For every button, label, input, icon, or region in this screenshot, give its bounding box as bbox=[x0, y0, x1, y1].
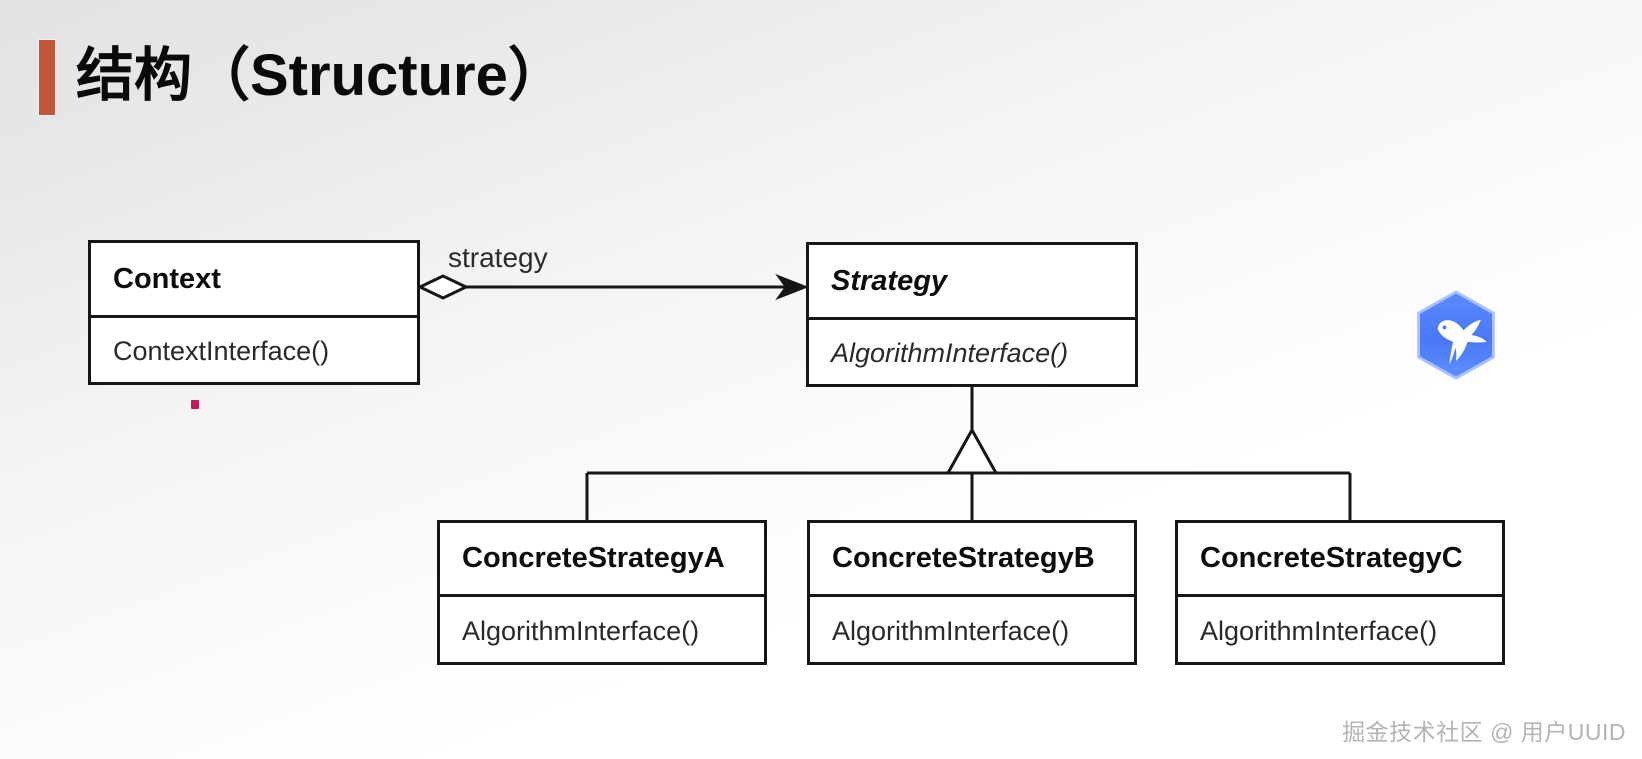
uml-operation: AlgorithmInterface() bbox=[832, 615, 1070, 646]
generalization-tree bbox=[585, 387, 1352, 520]
watermark-text: 掘金技术社区 @ 用户UUID bbox=[1342, 719, 1626, 745]
uml-class-operations-row: AlgorithmInterface() bbox=[809, 320, 1135, 387]
uml-operation: AlgorithmInterface() bbox=[1200, 615, 1438, 646]
uml-class-name-row: Context bbox=[91, 243, 417, 318]
uml-class-name-row: ConcreteStrategyB bbox=[810, 523, 1134, 597]
aggregation-diamond-icon bbox=[416, 274, 470, 300]
uml-class-operations-row: AlgorithmInterface() bbox=[1178, 597, 1502, 665]
uml-class-strategy[interactable]: Strategy AlgorithmInterface() bbox=[806, 242, 1138, 387]
uml-operation: AlgorithmInterface() bbox=[831, 338, 1069, 368]
uml-class-operations-row: AlgorithmInterface() bbox=[810, 597, 1134, 665]
uml-class-operations-row: ContextInterface() bbox=[91, 318, 417, 385]
uml-operation: ContextInterface() bbox=[113, 336, 330, 366]
uml-class-concrete-strategy-c[interactable]: ConcreteStrategyC AlgorithmInterface() bbox=[1175, 520, 1505, 665]
uml-class-name-row: ConcreteStrategyC bbox=[1178, 523, 1502, 597]
generalization-triangle-icon bbox=[945, 426, 999, 475]
uml-class-name: ConcreteStrategyC bbox=[1200, 542, 1463, 574]
red-dot-marker bbox=[191, 400, 199, 409]
uml-class-concrete-strategy-b[interactable]: ConcreteStrategyB AlgorithmInterface() bbox=[807, 520, 1137, 665]
association-context-strategy bbox=[416, 273, 809, 301]
uml-class-name: ConcreteStrategyA bbox=[462, 542, 725, 574]
slide-title-area: 结构（Structure） bbox=[0, 0, 1642, 140]
uml-class-concrete-strategy-a[interactable]: ConcreteStrategyA AlgorithmInterface() bbox=[437, 520, 767, 665]
uml-class-name-row: ConcreteStrategyA bbox=[440, 523, 764, 597]
uml-class-context[interactable]: Context ContextInterface() bbox=[88, 240, 420, 385]
title-accent-bar bbox=[39, 40, 55, 115]
association-role-label: strategy bbox=[448, 242, 548, 273]
juejin-bird-logo-icon bbox=[1408, 288, 1504, 384]
association-arrowhead-icon bbox=[775, 273, 809, 301]
uml-operation: AlgorithmInterface() bbox=[462, 615, 700, 646]
uml-class-operations-row: AlgorithmInterface() bbox=[440, 597, 764, 665]
uml-class-name: Strategy bbox=[831, 264, 948, 297]
uml-class-name-row: Strategy bbox=[809, 245, 1135, 320]
uml-class-name: ConcreteStrategyB bbox=[832, 542, 1095, 574]
page-title: 结构（Structure） bbox=[76, 43, 566, 108]
uml-class-name: Context bbox=[113, 262, 221, 295]
